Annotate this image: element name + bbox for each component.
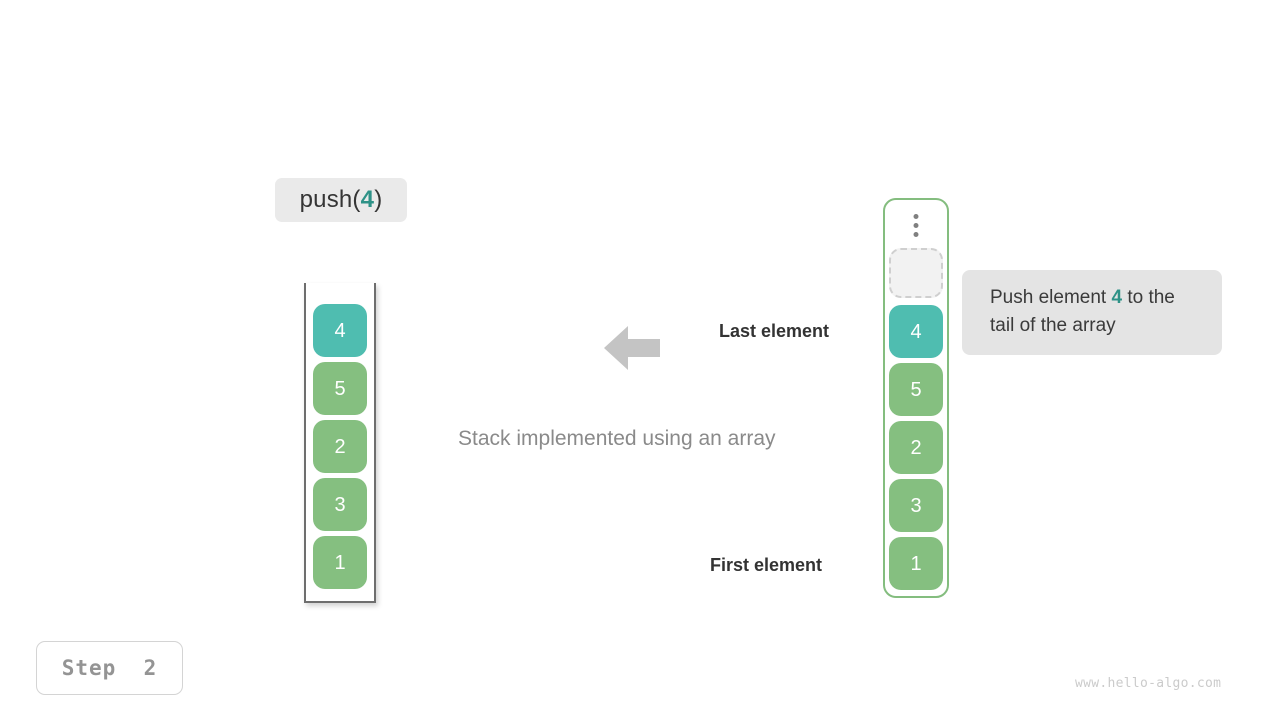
stack-cell: 4 [313, 304, 367, 357]
array-cell: 2 [889, 421, 943, 474]
vertical-ellipsis-icon [913, 214, 919, 237]
label-first-element: First element [710, 555, 823, 575]
array-cell-value: 3 [910, 494, 922, 517]
stack-cell-value: 2 [334, 435, 346, 458]
watermark: www.hello-algo.com [1075, 676, 1222, 691]
operation-prefix: push( [299, 186, 361, 213]
operation-value: 4 [360, 186, 375, 213]
array-cell-list: 4 5 2 3 1 [889, 305, 943, 590]
operation-suffix: ) [374, 186, 383, 213]
array-cell-value: 1 [910, 552, 922, 575]
stack-cell: 1 [313, 536, 367, 589]
tooltip-text-after: to the tail of the array [990, 287, 1175, 336]
array-cell-value: 4 [910, 320, 922, 343]
arrow-left-icon [602, 318, 662, 378]
tooltip-accent-value: 4 [1111, 287, 1123, 308]
stack-cell-value: 3 [334, 493, 346, 516]
array-cell: 3 [889, 479, 943, 532]
array-cell-value: 5 [910, 378, 922, 401]
label-last-element: Last element [719, 321, 830, 341]
array-cell-value: 2 [910, 436, 922, 459]
stack-cell: 2 [313, 420, 367, 473]
array-cell: 5 [889, 363, 943, 416]
step-badge: Step 2 [36, 641, 183, 695]
stack-cell-value: 1 [334, 551, 346, 574]
figure-caption: Stack implemented using an array [458, 427, 776, 450]
array-container: 4 5 2 3 1 [883, 198, 949, 598]
ellipsis-dot [913, 214, 919, 219]
operation-label: push(4) [275, 178, 407, 222]
stack-cell-list: 4 5 2 3 1 [313, 304, 367, 589]
stack-cell-value: 5 [334, 377, 346, 400]
tooltip-text-before: Push element [990, 287, 1112, 308]
stack-cell: 5 [313, 362, 367, 415]
ellipsis-dot [913, 223, 919, 228]
stack-container: 4 5 2 3 1 [304, 283, 376, 603]
array-cell: 1 [889, 537, 943, 590]
stack-cell: 3 [313, 478, 367, 531]
stack-cell-value: 4 [334, 319, 346, 342]
ellipsis-dot [913, 232, 919, 237]
array-cell: 4 [889, 305, 943, 358]
array-empty-slot [889, 248, 943, 298]
tooltip-callout: Push element 4 to the tail of the array [962, 270, 1222, 355]
